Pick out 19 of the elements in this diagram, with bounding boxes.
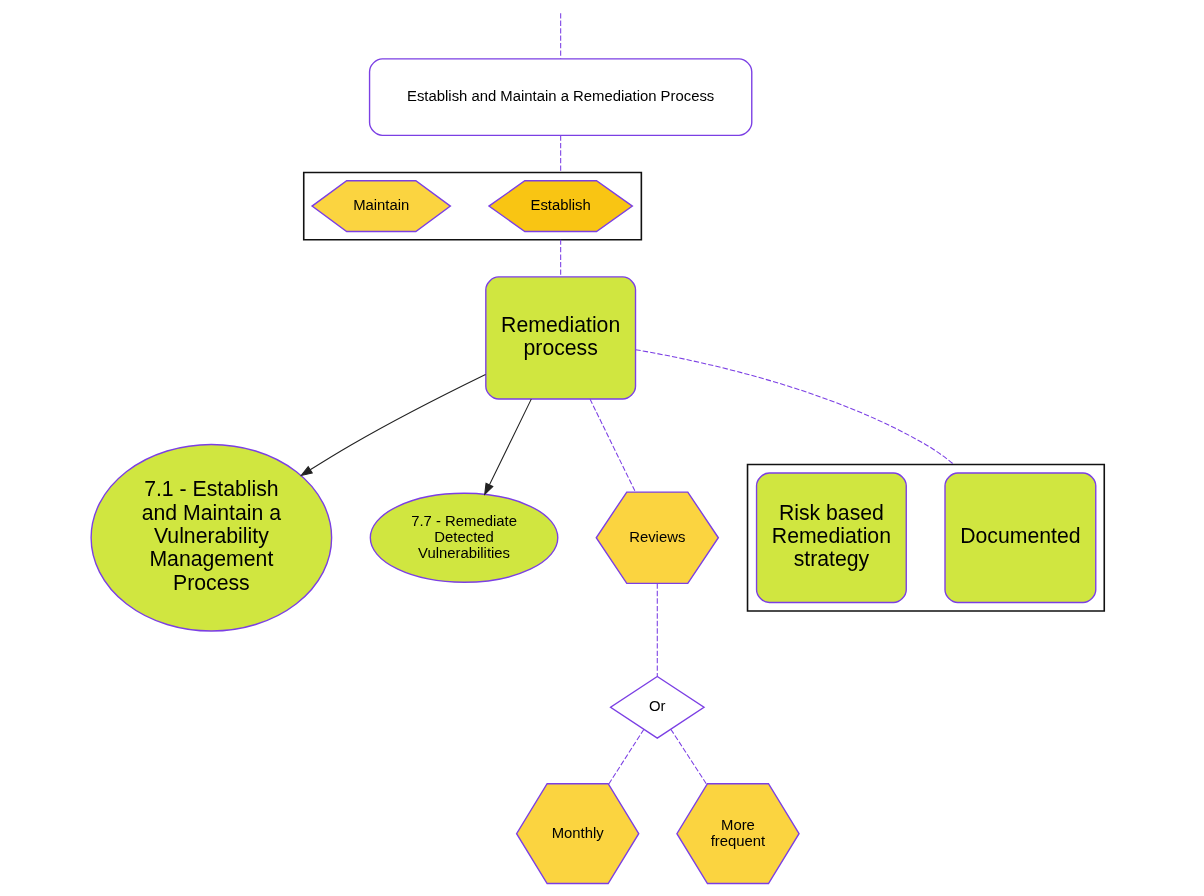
cluster <box>746 463 1106 612</box>
connector <box>656 583 658 677</box>
connector <box>608 728 645 785</box>
connector <box>560 239 562 278</box>
cluster <box>302 171 643 241</box>
node-box: Risk based Remediation strategy <box>755 472 907 604</box>
connector <box>560 12 562 59</box>
connector <box>589 398 636 493</box>
node-box: Remediation process <box>485 276 637 400</box>
node-ellipse: 7.1 - Establish and Maintain a Vulnerability Management Process <box>90 443 333 632</box>
node-ellipse: 7.7 - Remediate Detected Vulnerabilities <box>369 492 559 583</box>
connector <box>635 349 955 466</box>
node-box: Establish and Maintain a Remediation Process <box>368 58 753 136</box>
arrow <box>484 398 532 496</box>
node-box: Documented <box>944 472 1097 604</box>
node-diamond: Or <box>609 675 706 739</box>
connector <box>670 728 708 786</box>
arrow <box>299 373 487 477</box>
connector <box>560 135 562 173</box>
